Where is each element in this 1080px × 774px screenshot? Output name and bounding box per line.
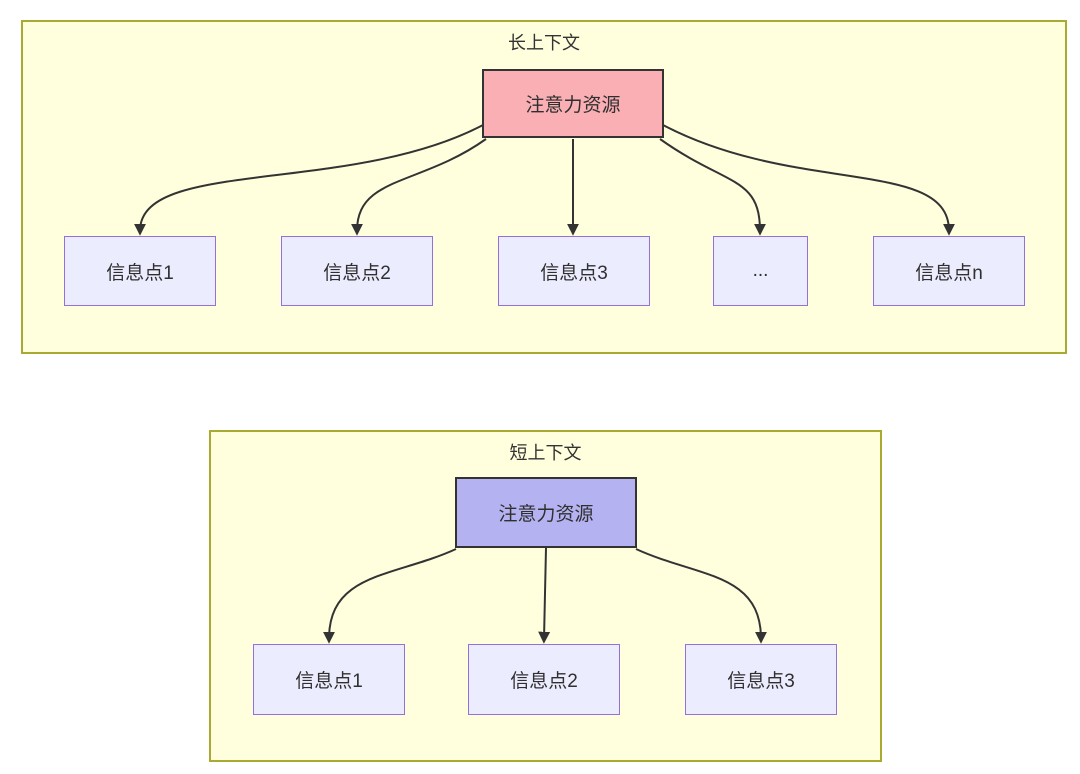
long-info-point-3-node: 信息点3 bbox=[498, 236, 650, 306]
long-info-point-1-label: 信息点1 bbox=[106, 262, 174, 284]
short-info-point-3-node: 信息点3 bbox=[685, 644, 837, 715]
long-info-point-ellipsis-label: ... bbox=[752, 260, 769, 281]
long-attention-resource-node: 注意力资源 bbox=[482, 69, 664, 138]
long-attention-resource-label: 注意力资源 bbox=[525, 95, 621, 116]
long-info-point-ellipsis-node: ... bbox=[713, 236, 808, 306]
short-attention-resource-node: 注意力资源 bbox=[455, 477, 637, 548]
short-info-point-1-node: 信息点1 bbox=[253, 644, 405, 715]
long-info-point-1-node: 信息点1 bbox=[64, 236, 216, 306]
long-info-point-2-node: 信息点2 bbox=[281, 236, 433, 306]
short-info-point-1-label: 信息点1 bbox=[295, 671, 363, 692]
short-attention-resource-label: 注意力资源 bbox=[498, 504, 594, 525]
short-info-point-2-label: 信息点2 bbox=[510, 671, 578, 692]
long-context-title: 长上下文 bbox=[508, 33, 580, 53]
short-info-point-3-label: 信息点3 bbox=[727, 671, 795, 692]
short-context-title: 短上下文 bbox=[509, 443, 582, 463]
long-info-point-n-node: 信息点n bbox=[873, 236, 1025, 306]
long-info-point-3-label: 信息点3 bbox=[540, 262, 608, 284]
long-info-point-2-label: 信息点2 bbox=[323, 262, 391, 284]
short-info-point-2-node: 信息点2 bbox=[468, 644, 620, 715]
long-info-point-n-label: 信息点n bbox=[915, 262, 983, 284]
